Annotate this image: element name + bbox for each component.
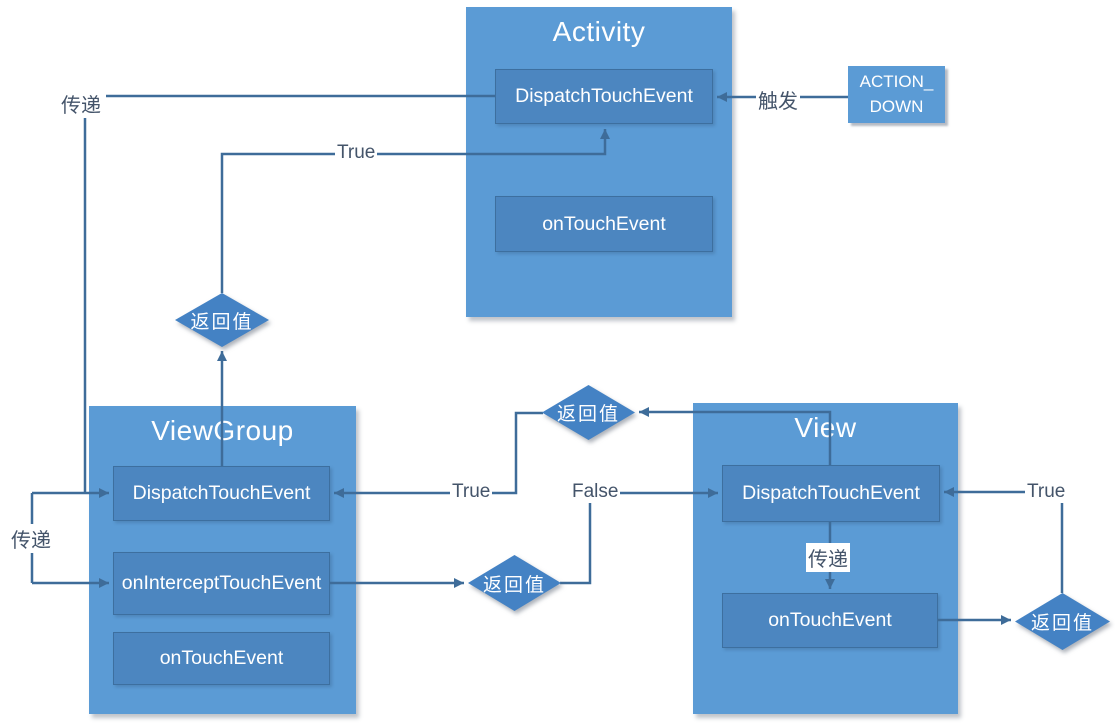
diamond-return-value-1: 返回值	[175, 293, 269, 347]
label-false-mid: False	[570, 481, 621, 503]
connector-return1-true-to-activity-dispatch	[220, 129, 610, 293]
diamond-return-value-3: 返回值	[468, 555, 561, 611]
diamond-return-value-4: 返回值	[1015, 593, 1110, 650]
diamond-return-value-4-label: 返回值	[1030, 613, 1094, 634]
diamond-return-value-2-label: 返回值	[556, 404, 620, 425]
view-ontouchevent-box: onTouchEvent	[722, 593, 938, 648]
view-title: View	[794, 412, 857, 443]
viewgroup-onintercepttouchevent-box: onInterceptTouchEvent	[113, 552, 330, 615]
label-true-right: True	[1025, 481, 1068, 503]
connector-return2-true-to-viewgroup-dispatch	[334, 411, 543, 498]
label-true-mid: True	[450, 481, 493, 503]
viewgroup-dispatchtouchevent-box: DispatchTouchEvent	[113, 466, 330, 521]
activity-ontouchevent-box: onTouchEvent	[495, 196, 713, 252]
connector-return4-true-to-view-dispatch	[944, 487, 1064, 593]
activity-title: Activity	[552, 16, 646, 47]
label-pass-view: 传递	[806, 543, 850, 572]
action-down-line1: ACTION_	[859, 71, 934, 91]
diamond-return-value-3-label: 返回值	[482, 574, 546, 596]
connector-view-dispatch-to-return2	[639, 407, 832, 465]
label-pass-left: 传递	[9, 524, 53, 553]
label-true-top: True	[335, 142, 378, 164]
label-trigger: 触发	[756, 85, 800, 114]
action-down-line2: DOWN	[869, 96, 924, 116]
activity-container: Activity DispatchTouchEvent onTouchEvent	[466, 7, 732, 317]
diamond-return-value-2: 返回值	[542, 385, 635, 440]
view-dispatchtouchevent-box: DispatchTouchEvent	[722, 465, 940, 522]
action-down-box: ACTION_ DOWN	[848, 66, 945, 123]
label-pass-top: 传递	[59, 89, 103, 118]
activity-dispatchtouchevent-box: DispatchTouchEvent	[495, 69, 713, 124]
viewgroup-ontouchevent-box: onTouchEvent	[113, 632, 330, 685]
connector-return3-false-to-view-dispatch	[560, 488, 718, 585]
diamond-return-value-1-label: 返回值	[190, 311, 254, 333]
